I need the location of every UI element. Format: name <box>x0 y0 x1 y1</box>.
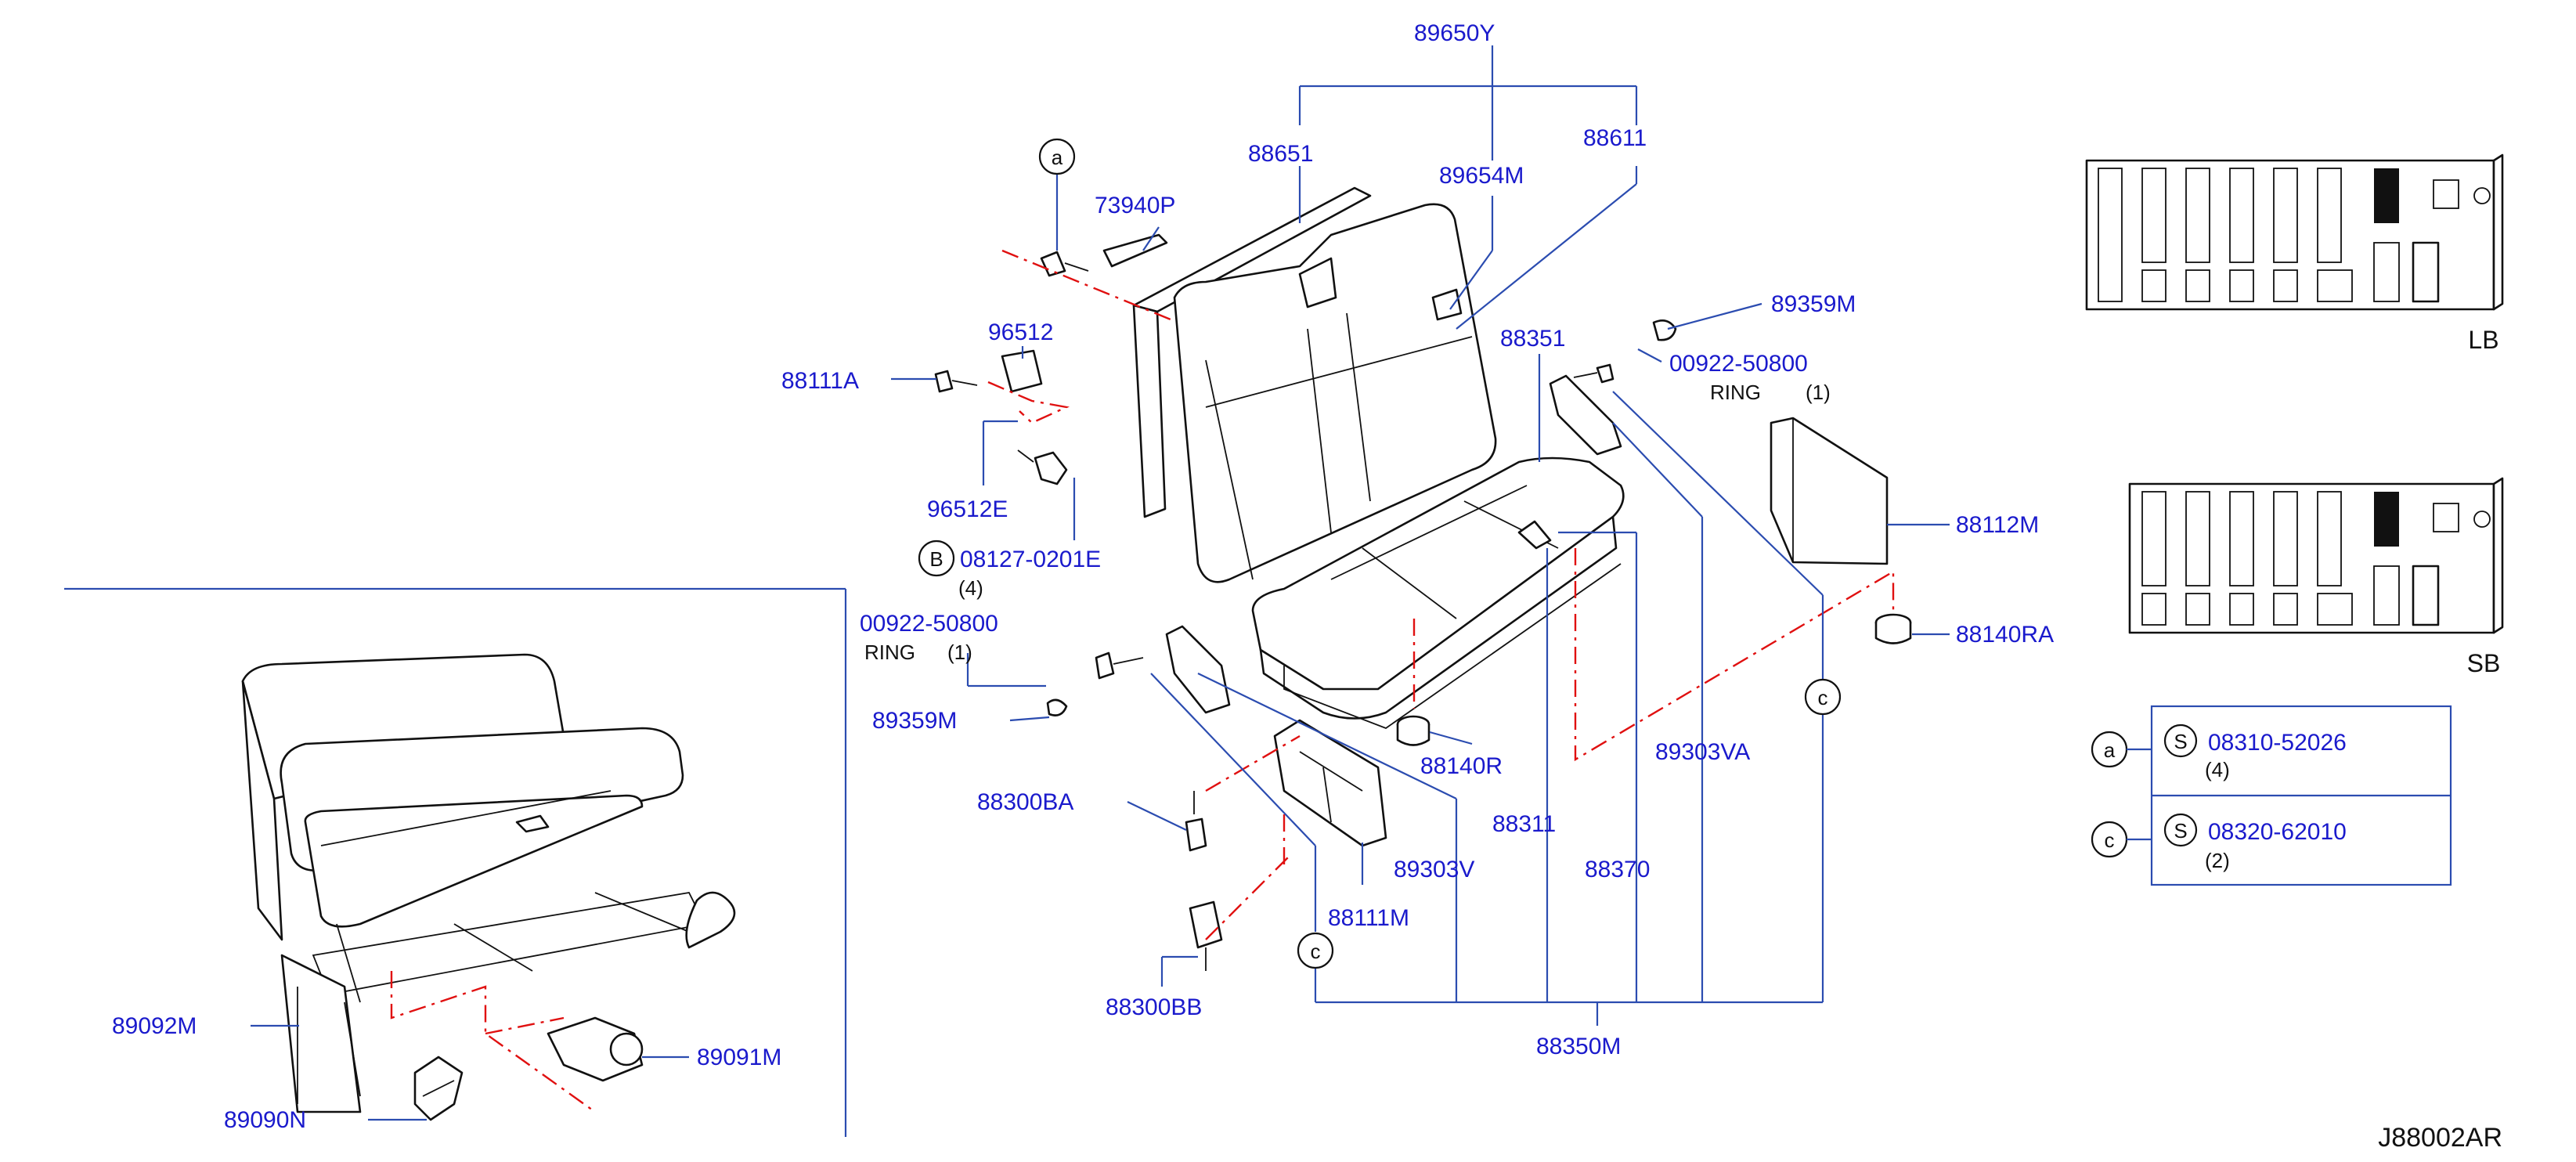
label-88140R: 88140R <box>1420 753 1503 779</box>
label-96512E: 96512E <box>927 496 1008 522</box>
label-89092M: 89092M <box>112 1013 197 1039</box>
label-96512: 96512 <box>988 319 1053 345</box>
label-89303V: 89303V <box>1394 857 1474 882</box>
legend-c-callout: c <box>2105 828 2115 852</box>
label-89091M: 89091M <box>697 1045 781 1070</box>
callout-a-top: a <box>1038 138 1076 175</box>
label-00922-50800-left: 00922-50800 <box>860 611 998 637</box>
label-89359M-left: 89359M <box>872 708 957 734</box>
label-89654M: 89654M <box>1439 163 1524 189</box>
label-89650Y: 89650Y <box>1414 20 1495 46</box>
label-88370: 88370 <box>1585 857 1650 882</box>
label-88611: 88611 <box>1583 125 1647 151</box>
label-88140RA: 88140RA <box>1956 622 2054 648</box>
label-88111A: 88111A <box>781 368 859 394</box>
legend-c-s-mark: S <box>2174 819 2187 843</box>
variant-lb-label: LB <box>2468 326 2498 354</box>
callout-c-lower: c <box>1297 932 1334 969</box>
label-ring-left: RING <box>864 641 915 664</box>
label-88300BB: 88300BB <box>1106 994 1202 1020</box>
legend-c-code: 08320-62010 <box>2208 819 2347 845</box>
label-88350M: 88350M <box>1536 1034 1621 1059</box>
label-88351: 88351 <box>1500 326 1565 352</box>
legend-a-callout: a <box>2104 738 2116 762</box>
label-08127-qty: (4) <box>958 576 983 600</box>
leader-lines <box>891 45 1950 1026</box>
label-88311: 88311 <box>1492 811 1556 837</box>
label-ring-right: RING <box>1710 381 1761 404</box>
fastener-legend: a S 08310-52026 (4) c S 08320-62010 (2) <box>2091 705 2452 886</box>
label-73940P: 73940P <box>1095 193 1175 218</box>
inset-seat-drawing <box>241 653 736 1121</box>
label-88300BA: 88300BA <box>977 789 1073 815</box>
variant-panel-sb: SB <box>2128 477 2504 677</box>
label-88651: 88651 <box>1248 141 1313 167</box>
label-ring-right-qty: (1) <box>1806 381 1831 404</box>
label-08127-0201E: 08127-0201E <box>960 547 1101 572</box>
label-00922-50800-right: 00922-50800 <box>1669 351 1808 377</box>
label-89303VA: 89303VA <box>1655 739 1750 765</box>
callout-b: B <box>918 540 955 577</box>
seat-back-drawing <box>1132 186 1497 583</box>
variant-panel-lb: LB <box>2085 153 2504 354</box>
svg-text:c: c <box>1311 940 1321 963</box>
svg-text:c: c <box>1818 686 1828 709</box>
label-89090N: 89090N <box>224 1107 306 1133</box>
callout-c-right: c <box>1804 678 1842 716</box>
variant-sb-label: SB <box>2467 649 2501 677</box>
svg-text:B: B <box>929 547 943 571</box>
label-88111M: 88111M <box>1328 905 1409 931</box>
seat-hardware-drawing <box>934 233 1912 971</box>
legend-c-qty: (2) <box>2205 849 2230 872</box>
seat-cushion-drawing <box>1251 456 1625 730</box>
label-89359M-right: 89359M <box>1771 291 1856 317</box>
legend-a-s-mark: S <box>2174 730 2187 753</box>
legend-a-qty: (4) <box>2205 758 2230 781</box>
legend-a-code: 08310-52026 <box>2208 730 2347 756</box>
svg-text:a: a <box>1052 146 1063 169</box>
diagram-id: J88002AR <box>2378 1123 2502 1153</box>
label-88112M: 88112M <box>1956 512 2039 538</box>
inset-frame <box>64 587 847 1137</box>
label-ring-left-qty: (1) <box>947 641 972 664</box>
